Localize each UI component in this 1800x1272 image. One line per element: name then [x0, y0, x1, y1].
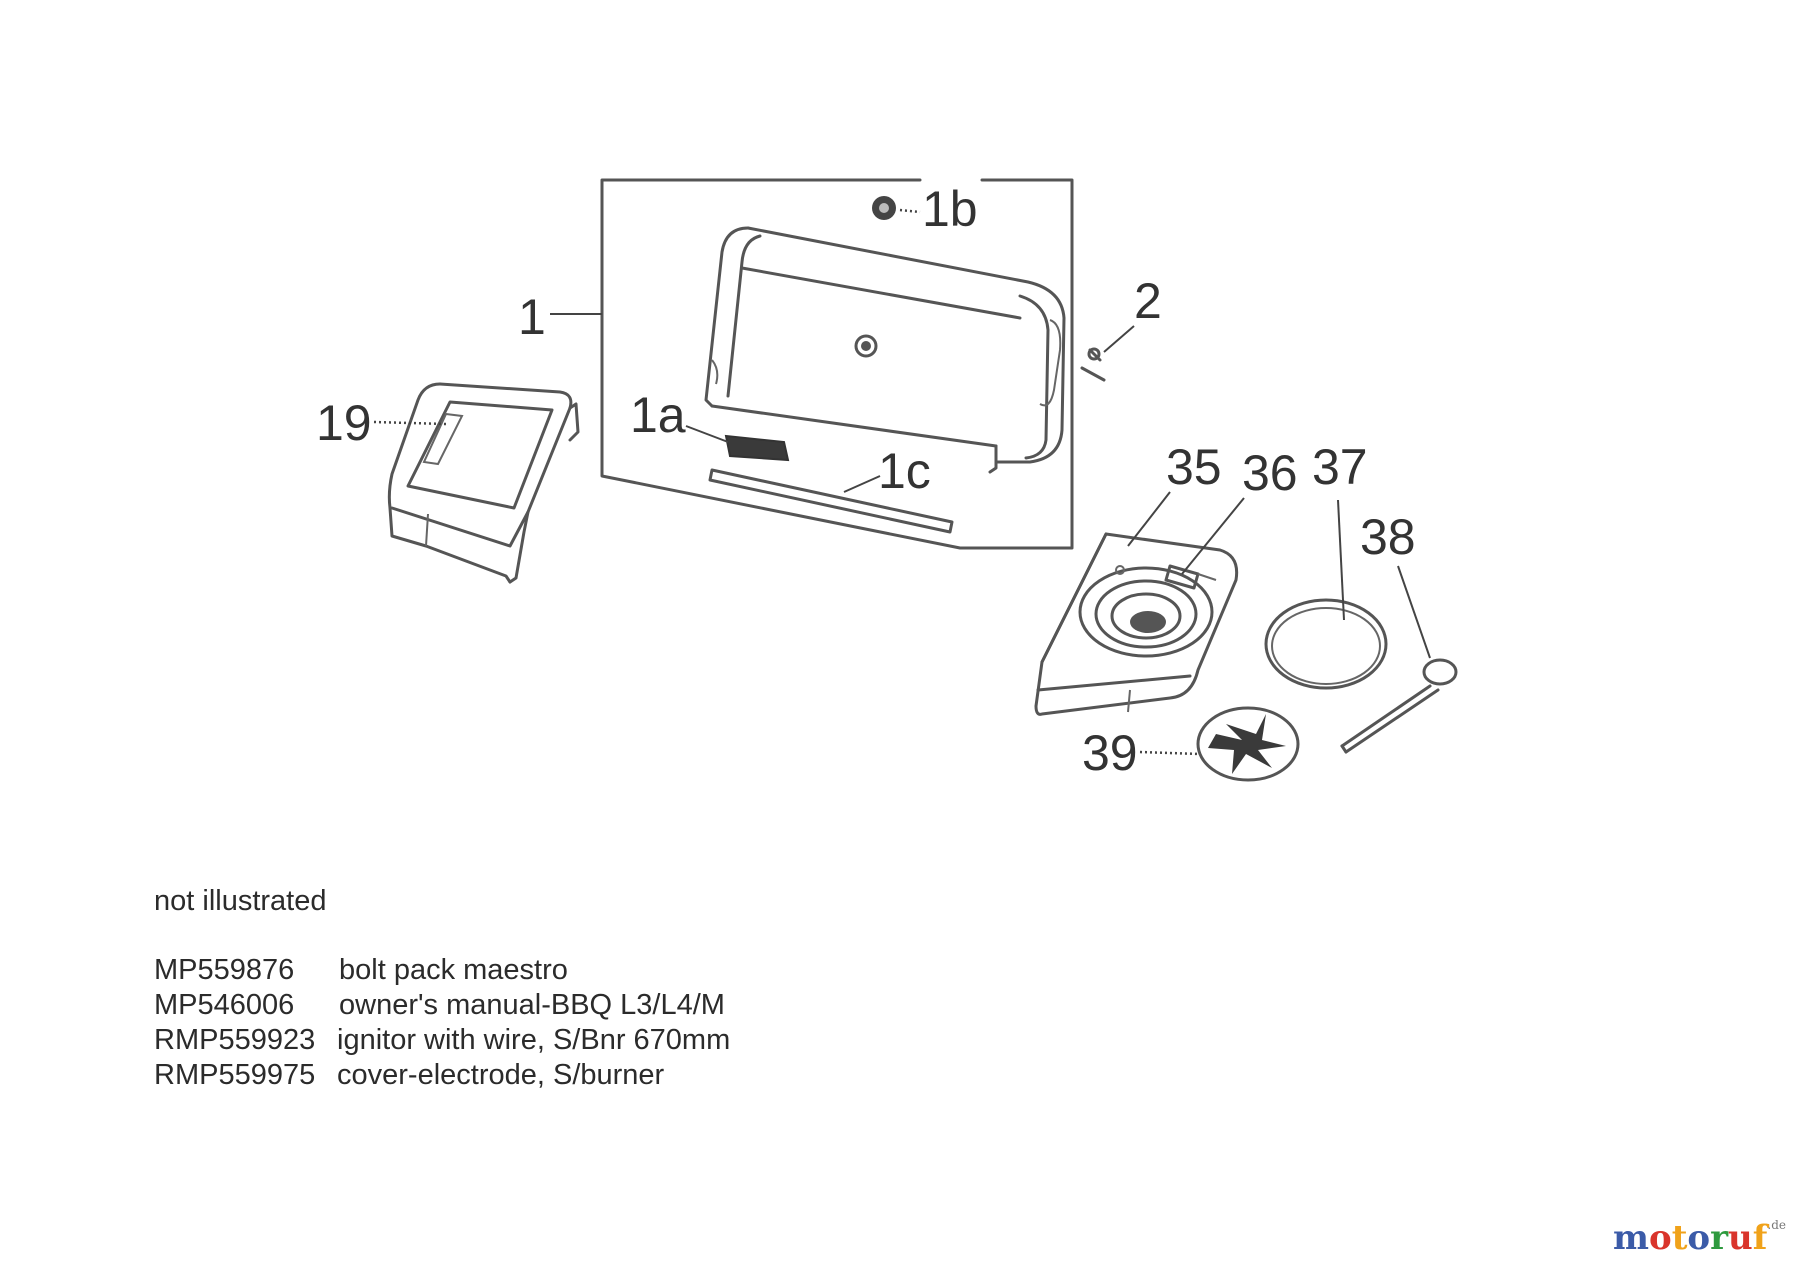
- part-1-lid-drawing: [704, 226, 1066, 474]
- leader-19: [373, 420, 447, 426]
- part-code: MP559876: [154, 954, 295, 986]
- part-38-electrode-drawing: [1340, 658, 1458, 754]
- notes-row: MP546006 owner's manual-BBQ L3/L4/M: [154, 988, 730, 1023]
- leader-1c: [843, 475, 881, 493]
- watermark-letter: m: [1613, 1218, 1649, 1258]
- callout-35: 35: [1166, 439, 1222, 495]
- watermark-letter: o: [1649, 1218, 1672, 1258]
- notes-row: RMP559975 cover-electrode, S/burner: [154, 1058, 730, 1093]
- watermark-letter: u: [1728, 1218, 1753, 1258]
- watermark-letter: o: [1687, 1218, 1711, 1258]
- part-37-plate-drawing: [1264, 598, 1388, 690]
- part-description: bolt pack maestro: [339, 954, 568, 986]
- callout-2: 2: [1134, 273, 1162, 329]
- assembly-1-frame: [600, 178, 1074, 550]
- leader-2: [1103, 325, 1135, 353]
- leader-38: [1397, 565, 1431, 659]
- part-code: MP546006: [154, 989, 295, 1021]
- callout-1: 1: [518, 289, 546, 345]
- watermark-suffix: .de: [1767, 1218, 1786, 1232]
- part-1c-rod-drawing: [708, 468, 954, 534]
- notes-row: RMP559923 ignitor with wire, S/Bnr 670mm: [154, 1023, 730, 1058]
- part-description: cover-electrode, S/burner: [337, 1059, 665, 1091]
- not-illustrated-notes: not illustrated MP559876 bolt pack maest…: [154, 884, 730, 1093]
- leader-1b: [899, 208, 921, 214]
- notes-heading: not illustrated: [154, 885, 327, 917]
- part-35-burner-housing-drawing: [1034, 532, 1239, 716]
- notes-row: MP559876 bolt pack maestro: [154, 953, 730, 988]
- callout-1b: 1b: [922, 181, 978, 237]
- leader-36: [1181, 497, 1245, 575]
- part-19-shelf-drawing: [387, 382, 580, 584]
- leader-35: [1127, 491, 1171, 547]
- part-39-disc-drawing: [1196, 706, 1300, 782]
- watermark-letter: f: [1752, 1218, 1768, 1258]
- callout-1c: 1c: [878, 443, 931, 499]
- part-2-bolt-drawing: [1080, 347, 1106, 382]
- part-code: RMP559975: [154, 1059, 316, 1091]
- part-description: ignitor with wire, S/Bnr 670mm: [337, 1024, 731, 1056]
- leader-39: [1139, 750, 1201, 756]
- part-description: owner's manual-BBQ L3/L4/M: [339, 989, 725, 1021]
- part-1a-block-drawing: [724, 434, 790, 462]
- callout-39: 39: [1082, 725, 1138, 781]
- watermark-letter: r: [1710, 1218, 1729, 1258]
- callout-36: 36: [1242, 445, 1298, 501]
- callout-37: 37: [1312, 439, 1368, 495]
- callout-19: 19: [316, 395, 372, 451]
- leader-1a: [685, 425, 729, 443]
- leader-37: [1337, 499, 1345, 621]
- callout-38: 38: [1360, 509, 1416, 565]
- motoruf-watermark-logo: motoruf.de: [1613, 1218, 1786, 1258]
- part-code: RMP559923: [154, 1024, 316, 1056]
- callout-1a: 1a: [630, 387, 686, 443]
- part-1b-knob-drawing: [872, 196, 896, 220]
- watermark-letter: t: [1671, 1218, 1688, 1258]
